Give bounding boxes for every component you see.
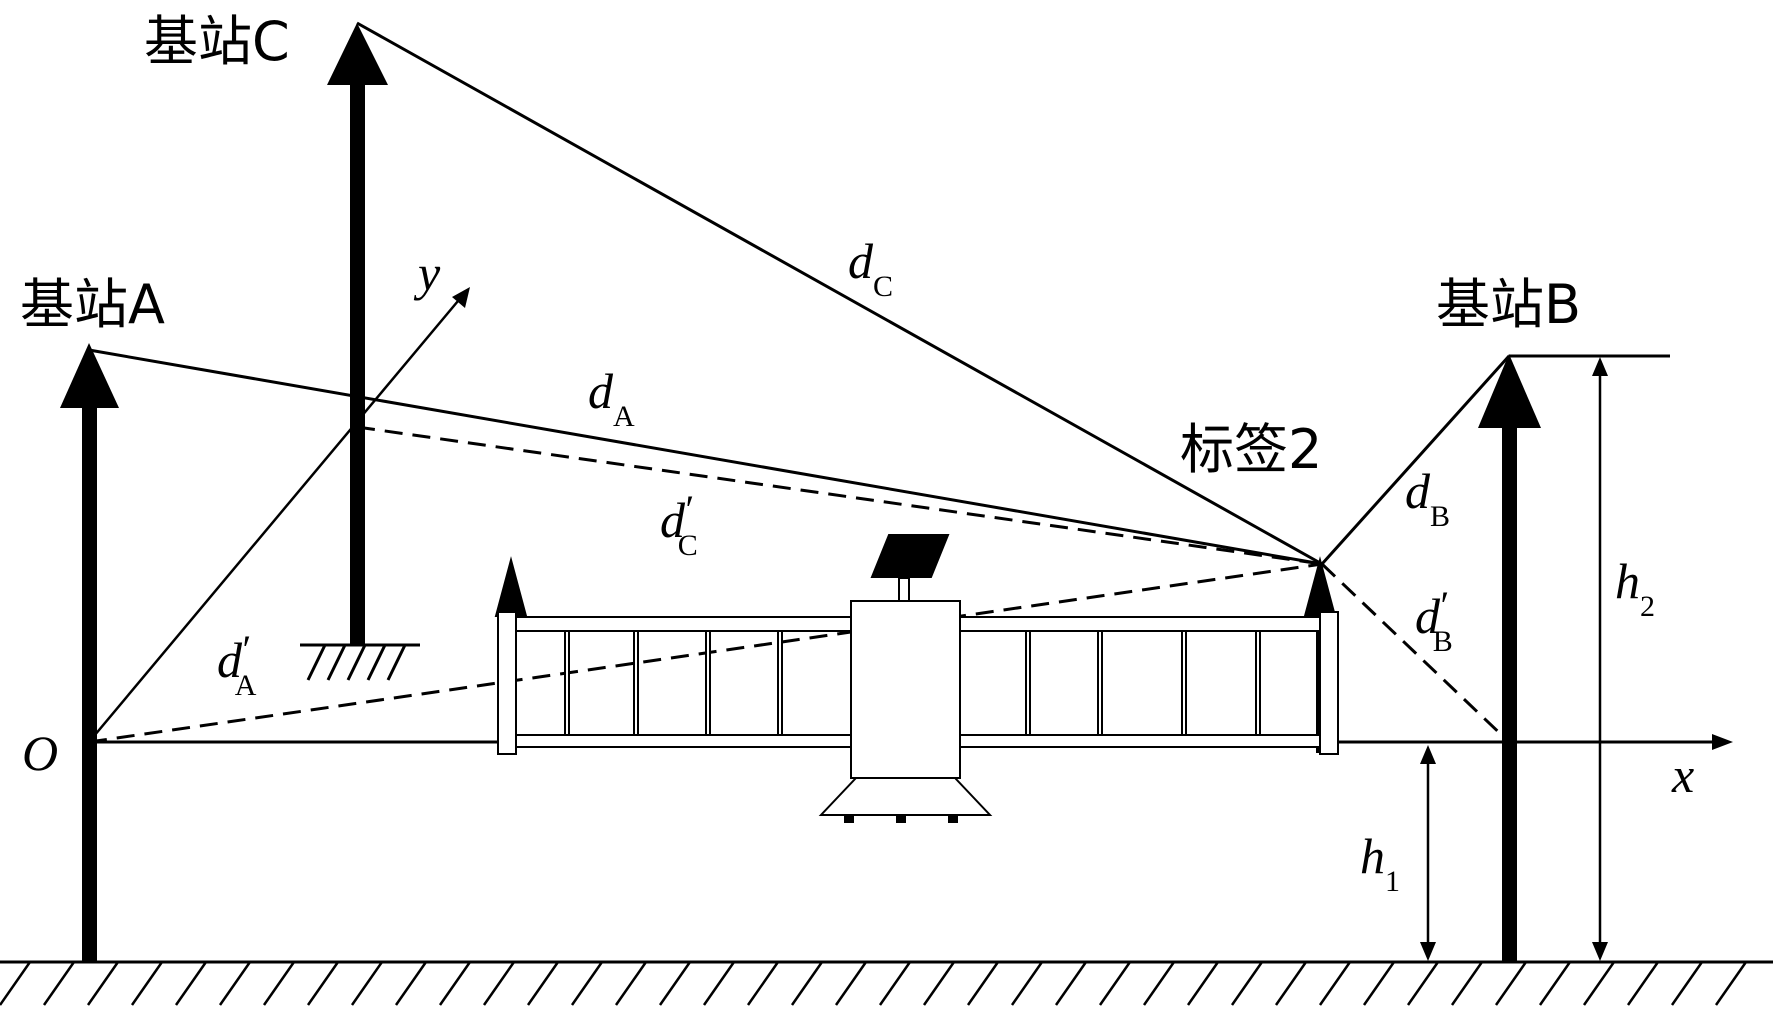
d-b-prime-label: d′B — [1415, 583, 1453, 658]
line-d-c — [356, 21, 1323, 566]
station-a-pole — [60, 343, 119, 962]
d-b-label: dB — [1405, 463, 1450, 533]
line-d-a — [88, 348, 1323, 566]
d-c-label: dC — [848, 233, 893, 303]
station-c-label: 基站C — [144, 10, 290, 73]
h1-label: h1 — [1360, 828, 1400, 898]
origin-label: O — [22, 725, 58, 781]
h1-dimension — [1420, 745, 1436, 961]
line-d-c-prime — [356, 425, 1323, 566]
x-axis-label: x — [1671, 747, 1694, 803]
d-c-prime-label: d′C — [660, 487, 698, 562]
d-a-label: dA — [588, 363, 635, 433]
line-d-b — [1320, 354, 1511, 566]
h2-dimension — [1592, 357, 1608, 961]
y-axis-label: y — [413, 245, 441, 301]
distance-lines — [88, 21, 1670, 566]
d-a-prime-label: d′A — [217, 627, 257, 702]
rover — [494, 534, 1339, 823]
station-c-pole — [300, 23, 420, 681]
line-d-b-prime — [1320, 562, 1511, 744]
station-b-pole — [1478, 354, 1541, 962]
station-b-label: 基站B — [1436, 273, 1581, 336]
ground — [0, 960, 1773, 1006]
station-a-label: 基站A — [20, 273, 165, 336]
tag2-label: 标签2 — [1180, 418, 1322, 481]
y-axis — [88, 287, 470, 743]
h2-label: h2 — [1615, 553, 1655, 623]
